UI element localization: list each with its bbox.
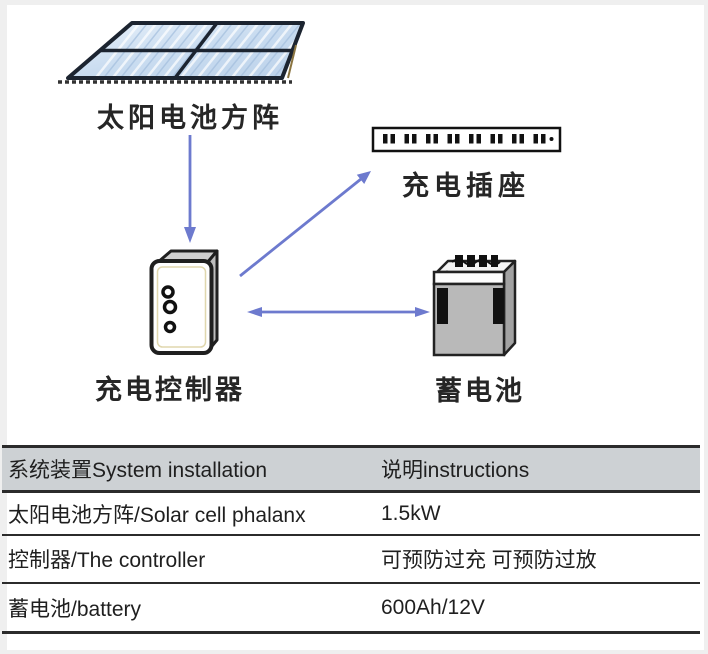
arrow-controller-battery [247, 307, 430, 317]
charging-socket-graphic [371, 126, 562, 153]
table-row: 太阳电池方阵/Solar cell phalanx 1.5kW [2, 493, 700, 536]
table-row: 控制器/The controller 可预防过充 可预防过放 [2, 536, 700, 584]
battery-graphic [432, 255, 517, 357]
table-row: 蓄电池/battery 600Ah/12V [2, 584, 700, 631]
header-device: 系统装置System installation [8, 459, 268, 482]
page-edge-right [704, 0, 708, 654]
page-edge-bottom [0, 650, 708, 654]
page-edge-top [0, 0, 708, 5]
label-battery: 蓄电池 [435, 376, 525, 406]
label-charge-controller: 充电控制器 [95, 375, 245, 405]
header-desc: 说明instructions [381, 459, 530, 482]
page-edge-left [0, 0, 7, 654]
row-desc: 600Ah/12V [381, 595, 485, 619]
solar-panel-graphic [58, 21, 305, 84]
diagram-canvas [58, 21, 562, 357]
table-header-row: 系统装置System installation 说明instructions [2, 448, 700, 493]
arrow-panel-to-controller [184, 135, 196, 243]
label-charging-socket: 充电插座 [402, 171, 530, 201]
label-solar-panel: 太阳电池方阵 [97, 103, 283, 133]
row-device: 太阳电池方阵/Solar cell phalanx [8, 503, 306, 527]
charge-controller-graphic [149, 249, 219, 355]
row-device: 蓄电池/battery [8, 597, 142, 621]
panel-stand [287, 44, 297, 79]
row-desc: 可预防过充 可预防过放 [381, 549, 597, 572]
arrow-controller-to-socket [239, 171, 371, 278]
row-desc: 1.5kW [381, 501, 441, 525]
row-device: 控制器/The controller [8, 549, 206, 572]
spec-table: 系统装置System installation 说明instructions 太… [2, 445, 700, 634]
